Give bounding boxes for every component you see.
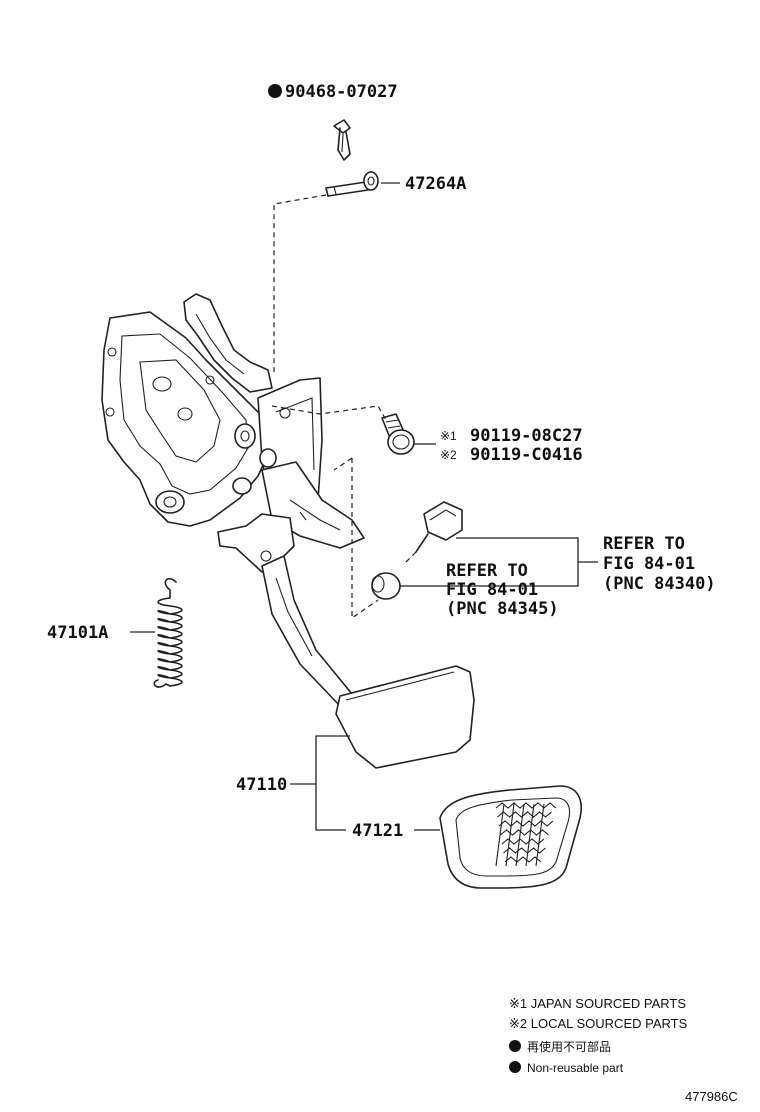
legend: ※1 JAPAN SOURCED PARTS ※2 LOCAL SOURCED … xyxy=(509,996,688,1075)
note-mark-2: ※2 xyxy=(440,448,457,462)
legend-dot-icon-en xyxy=(509,1061,521,1073)
cushion-drawing xyxy=(371,572,401,600)
bolt-local-part-number[interactable]: 90119-C0416 xyxy=(470,445,583,465)
note-mark-1: ※1 xyxy=(440,429,457,443)
refer-right-line3[interactable]: (PNC 84340) xyxy=(603,574,716,594)
switch-dash-box xyxy=(351,458,379,620)
pin-part-number[interactable]: 47264A xyxy=(405,174,466,194)
pin-drawing xyxy=(325,171,379,197)
spring-drawing xyxy=(153,577,183,688)
pad-part-number[interactable]: 47121 xyxy=(352,821,403,841)
legend-dot-icon-jp xyxy=(509,1040,521,1052)
refer-right-line2[interactable]: FIG 84-01 xyxy=(603,554,695,574)
bolt-japan-part-number[interactable]: 90119-08C27 xyxy=(470,426,583,446)
clip-drawing xyxy=(333,119,351,161)
legend-non-reusable-jp: 再使用不可部品 xyxy=(527,1039,611,1054)
bolt-drawing xyxy=(381,413,415,455)
switch-drawing xyxy=(405,501,463,563)
non-reusable-dot-icon xyxy=(268,84,282,98)
pin-dash-line xyxy=(273,194,327,372)
refer-left-line2[interactable]: FIG 84-01 xyxy=(446,580,538,600)
bracket-drawing xyxy=(101,293,365,573)
clip-part-number[interactable]: 90468-07027 xyxy=(285,82,398,102)
refer-left-line3[interactable]: (PNC 84345) xyxy=(446,599,559,619)
pedal-part-number[interactable]: 47110 xyxy=(236,775,287,795)
figure-code: 477986C xyxy=(685,1089,738,1104)
refer-left-line1[interactable]: REFER TO xyxy=(446,561,528,581)
refer-right-line1[interactable]: REFER TO xyxy=(603,534,685,554)
legend-non-reusable-en: Non-reusable part xyxy=(527,1061,624,1075)
spring-part-number[interactable]: 47101A xyxy=(47,623,108,643)
legend-japan-sourced: ※1 JAPAN SOURCED PARTS xyxy=(509,996,686,1011)
legend-local-sourced: ※2 LOCAL SOURCED PARTS xyxy=(509,1016,688,1031)
pedal-drawing xyxy=(261,555,475,769)
pad-drawing xyxy=(439,785,582,889)
pedal-pad-leader-bracket xyxy=(315,735,350,831)
